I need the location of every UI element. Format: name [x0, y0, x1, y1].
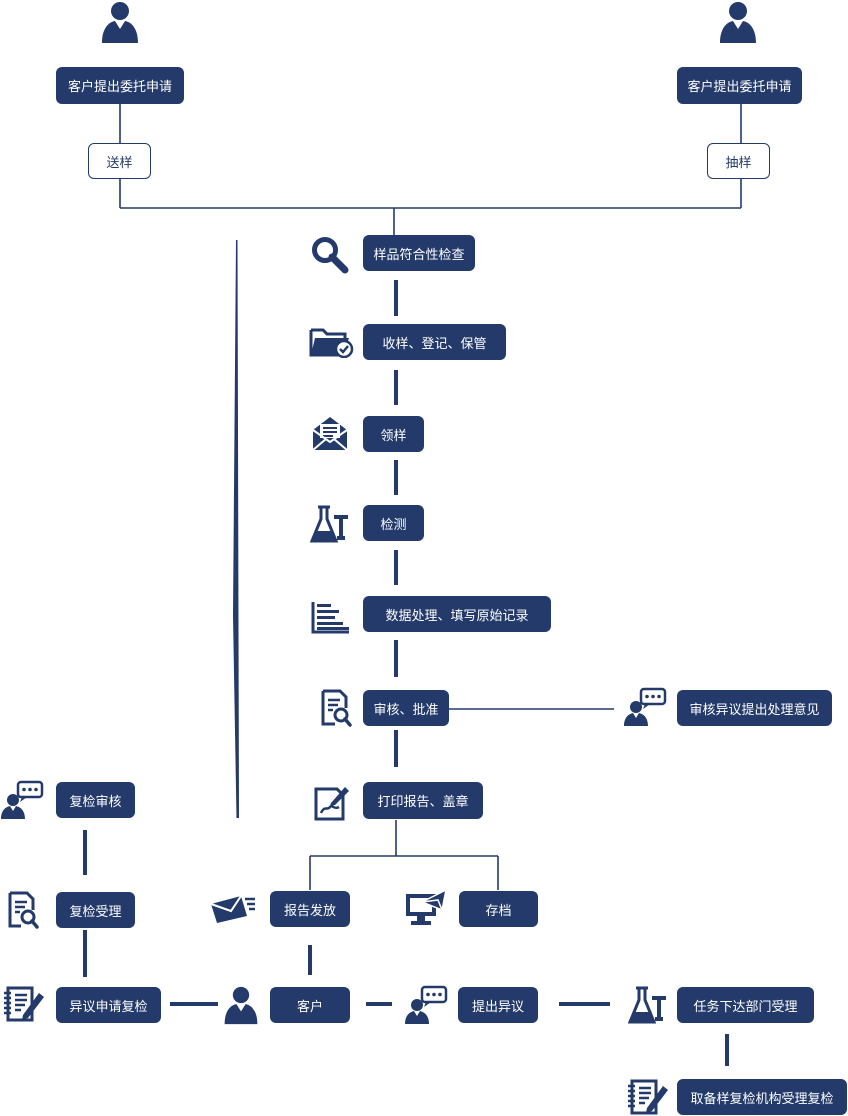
node-sample-conformity-check[interactable]: 样品符合性检查 — [363, 235, 475, 271]
node-review-objection[interactable]: 审核异议提出处理意见 — [677, 690, 832, 726]
node-right-client-request[interactable]: 客户提出委托申请 — [677, 67, 802, 104]
chat-user-icon — [624, 687, 667, 726]
timeline-tapered-line — [233, 240, 239, 818]
node-task-department-accept[interactable]: 任务下达部门受理 — [677, 987, 814, 1023]
node-print-report-stamp[interactable]: 打印报告、盖章 — [363, 782, 483, 819]
user-icon — [224, 986, 258, 1025]
node-recheck-accept[interactable]: 复检受理 — [56, 892, 135, 928]
node-take-sample[interactable]: 抽样 — [707, 143, 770, 179]
flask-icon — [310, 505, 348, 543]
document-search-icon — [8, 891, 39, 929]
node-raise-objection[interactable]: 提出异议 — [458, 987, 538, 1023]
monitor-mail-icon — [406, 888, 448, 925]
node-report-issue[interactable]: 报告发放 — [270, 891, 350, 927]
node-recheck-review[interactable]: 复检审核 — [56, 782, 135, 818]
connector-print-split — [309, 820, 499, 890]
node-left-client-request[interactable]: 客户提出委托申请 — [56, 67, 184, 104]
send-mail-icon — [210, 895, 255, 923]
document-search-icon — [321, 689, 352, 727]
node-receive-register-store[interactable]: 收样、登记、保管 — [363, 324, 506, 360]
envelope-icon — [312, 417, 348, 451]
chat-user-icon — [405, 985, 448, 1024]
user-icon — [102, 2, 138, 43]
folder-check-icon — [309, 328, 354, 358]
node-archive[interactable]: 存档 — [459, 891, 538, 927]
node-review-approve[interactable]: 审核、批准 — [363, 690, 449, 726]
user-icon — [720, 2, 756, 43]
notepad-pen-icon — [628, 1079, 668, 1115]
node-send-sample[interactable]: 送样 — [88, 143, 151, 179]
node-objection-recheck-apply[interactable]: 异议申请复检 — [56, 987, 161, 1023]
node-collect-sample[interactable]: 领样 — [363, 416, 424, 452]
notepad-pen-icon — [4, 986, 44, 1022]
list-icon — [311, 602, 349, 634]
flask-icon — [628, 986, 666, 1024]
node-recheck-organization[interactable]: 取备样复检机构受理复检 — [677, 1079, 847, 1115]
signature-icon — [314, 787, 349, 821]
node-data-processing[interactable]: 数据处理、填写原始记录 — [363, 596, 551, 632]
node-customer[interactable]: 客户 — [270, 987, 350, 1023]
magnifier-icon — [312, 237, 349, 274]
node-testing[interactable]: 检测 — [363, 505, 424, 541]
chat-user-icon — [1, 780, 44, 819]
